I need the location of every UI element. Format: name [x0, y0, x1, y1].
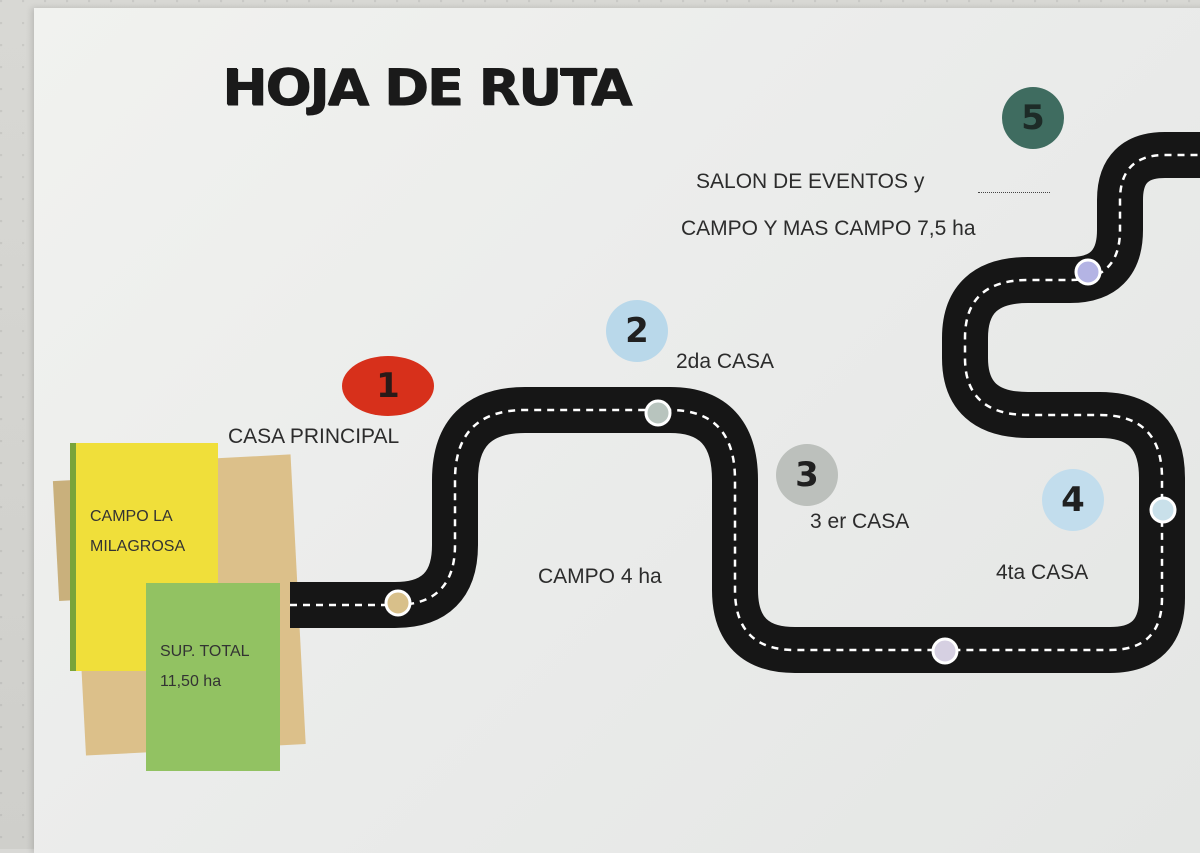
stop-1-label: CASA PRINCIPAL	[228, 425, 400, 448]
yellow-note-line2: MILAGROSA	[90, 538, 186, 556]
stop-5-number: 5	[1021, 98, 1045, 138]
yellow-note-line1: CAMPO LA	[90, 508, 173, 525]
stop-4-badge: 4	[1042, 469, 1104, 531]
stop-5-label-line2: CAMPO Y MAS CAMPO 7,5 ha	[681, 217, 976, 240]
green-note-line1: SUP. TOTAL	[160, 643, 250, 660]
green-note	[146, 583, 280, 771]
sticky-notes	[52, 443, 306, 771]
stop-3-number: 3	[795, 455, 819, 495]
stop-2-number: 2	[625, 311, 649, 351]
green-note-line2: 11,50 ha	[160, 672, 222, 690]
stop-5-fill-line	[978, 192, 1050, 193]
stop-2-badge: 2	[606, 300, 668, 362]
yellow-note-edge	[70, 443, 76, 671]
stop-1-badge: 1	[342, 356, 434, 416]
campo-label: CAMPO 4 ha	[538, 565, 662, 588]
stop-1-number: 1	[376, 366, 400, 406]
stop-4-number: 4	[1061, 480, 1085, 520]
marker-stop-4	[1149, 496, 1177, 524]
page-title: HOJA DE RUTA	[222, 58, 632, 117]
stop-5-label-line1: SALON DE EVENTOS y	[696, 170, 925, 193]
stop-2-label: 2da CASA	[676, 350, 775, 373]
stop-3-label: 3 er CASA	[810, 510, 910, 533]
stop-5-badge: 5	[1002, 87, 1064, 149]
marker-stop-2	[644, 399, 672, 427]
yellow-note-text: CAMPO LA MILAGROSA	[72, 502, 185, 563]
green-note-text: SUP. TOTAL 11,50 ha	[142, 637, 250, 696]
marker-stop-1	[384, 589, 412, 617]
marker-stop-5	[1074, 258, 1102, 286]
marker-stop-3	[931, 637, 959, 665]
stop-3-badge: 3	[776, 444, 838, 506]
stop-4-label: 4ta CASA	[996, 561, 1089, 584]
